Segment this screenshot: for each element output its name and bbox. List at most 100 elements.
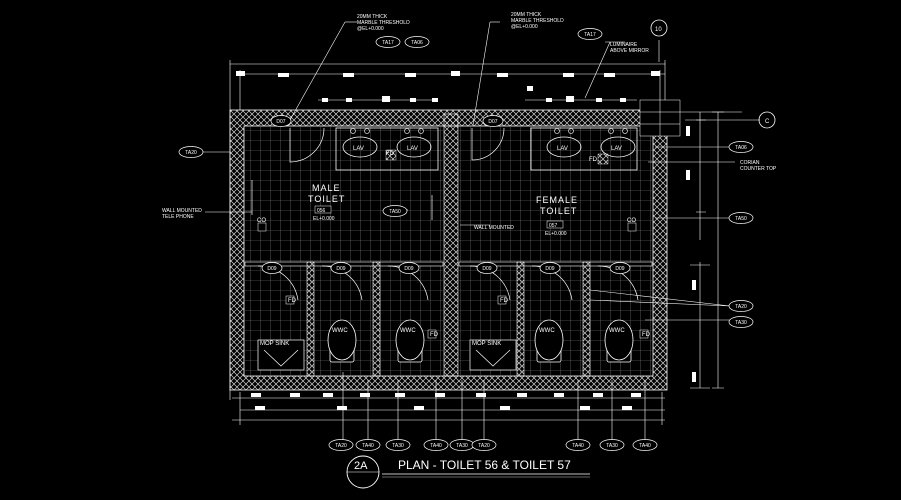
callout-bubble [476,262,498,274]
fixture-labels: LAV LAV LAV LAV FD FD FD FD FD FD CO CO … [257,146,651,347]
callout-tag-right-callouts-2: TA20 [735,304,747,310]
male-label-line1: MALE [312,183,341,193]
male-room-number: 056 [317,208,326,214]
male-label-line2: TOILET [308,194,345,204]
callout-bubble [728,212,754,224]
threshold-note-right-line2: MARBLE THRESHOLD [511,18,564,24]
callout-tag-bottom-callouts-1: TA40 [362,443,374,449]
mop-sinks [257,339,517,371]
female-room-number: 057 [549,223,558,229]
callout-bubble [728,141,754,153]
callout-bubble [577,28,603,40]
callout-tag-mid-callouts-0: TA50 [389,209,401,215]
annotation-notes: 20MM THICK MARBLE THRESHOLD @EL+0.000 20… [162,12,777,231]
grid-tag-10: 10 [655,27,662,33]
callout-tag-bottom-callouts-0: TA20 [335,443,347,449]
callout-bubble [609,262,631,274]
callout-tag-bottom-callouts-7: TA30 [606,443,618,449]
water-closets [327,319,634,363]
entrance-doors [251,127,505,220]
callout-tag-right-callouts-1: TA50 [735,216,747,222]
sheet-ref: 2A [354,460,368,472]
callout-bubble [330,262,352,274]
corian-note-line1: CORIAN [740,160,760,166]
callout-tag-door-tags-5: D09 [482,266,491,272]
threshold-note-right-line3: @EL+0.000 [511,24,538,30]
callout-tag-bottom-callouts-4: TA30 [456,443,468,449]
wwc-label-1: WWC [332,328,348,334]
callout-tag-bottom-callouts-8: TA40 [639,443,651,449]
callout-tag-door-tags-7: D09 [615,266,624,272]
callout-tag-door-tags-4: D09 [404,266,413,272]
callout-tag-bottom-callouts-6: TA40 [572,443,584,449]
callout-bubble [382,205,408,217]
callout-bubble [539,262,561,274]
lav-label-1: LAV [353,146,364,152]
co-label-1: CO [257,218,266,224]
callout-bubble [565,439,591,451]
threshold-note-right-line1: 20MM THICK [511,12,542,18]
callout-bubble [632,439,658,451]
vanity-counters [318,86,638,171]
fd-label-1: FD [386,151,395,157]
callout-tag-door-tags-2: D09 [267,266,276,272]
corian-note-line2: COUNTER TOP [740,166,777,172]
callout-bubble [728,300,754,312]
wall-phone-note-line2: TELE PHONE [162,214,194,220]
callout-bubble [599,439,625,451]
fd-label-3: FD [288,298,297,304]
lav-label-4: LAV [611,146,622,152]
threshold-note-left-line1: 20MM THICK [357,14,388,20]
callout-tag-right-callouts-3: TA30 [735,320,747,326]
fd-label-5: FD [500,298,509,304]
threshold-note-left-line2: MARBLE THRESHOLD [357,20,410,26]
male-room-level: EL+0.000 [313,216,335,222]
callout-bubble [398,262,420,274]
callout-tag-door-tags-0: D07 [276,119,285,125]
female-label-line2: TOILET [540,206,577,216]
callout-bubble [261,262,283,274]
grid-tag-c: C [765,119,770,125]
callout-tag-top-callouts-0: TA17 [382,40,394,46]
wwc-label-3: WWC [539,328,555,334]
wall-mounted-note: WALL MOUNTED [474,225,514,231]
co-label-2: CO [627,218,636,224]
leader-lines [200,21,760,440]
room-labels: MALE TOILET 056 EL+0.000 FEMALE TOILET 0… [308,183,577,237]
callout-bubble [355,439,381,451]
callout-bubble [404,36,430,48]
lav-label-2: LAV [407,146,418,152]
callout-tag-bottom-callouts-3: TA40 [430,443,442,449]
callout-tag-door-tags-1: D07 [488,119,497,125]
fd-label-4: FD [430,332,439,338]
wwc-label-2: WWC [400,328,416,334]
callout-bubble [375,36,401,48]
drawing-title-block: 2A PLAN - TOILET 56 & TOILET 57 [346,455,590,489]
callout-tag-top-callouts-2: TA17 [584,32,596,38]
grid-references: 10 C [650,19,776,129]
grid-bubble-c [758,111,776,129]
luminaire-note-line2: ABOVE MIRROR [610,48,649,54]
callout-tag-left-callouts-0: TA20 [185,150,197,156]
callout-tag-bottom-callouts-2: TA30 [392,443,404,449]
female-room-level: EL+0.000 [545,231,567,237]
callout-bubbles [178,28,754,451]
callout-tag-bottom-callouts-5: TA20 [478,443,490,449]
threshold-note-left-line3: @EL+0.000 [357,26,384,32]
fd-label-2: FD [589,157,598,163]
grid-bubble-10 [650,19,668,37]
callout-bubble [270,115,292,127]
callout-tag-top-callouts-1: TA06 [411,40,423,46]
mop-sink-label-1: MOP SINK [260,341,289,347]
callout-bubble [471,439,497,451]
callout-bubble [328,439,354,451]
fd-label-6: FD [642,332,651,338]
callout-tag-door-tags-6: D09 [545,266,554,272]
luminaire-note-line1: LUMINAIRE [610,42,638,48]
callout-tag-door-tags-3: D09 [336,266,345,272]
callout-bubble [423,439,449,451]
callout-bubble [482,115,504,127]
lav-label-3: LAV [557,146,568,152]
drawing-title: PLAN - TOILET 56 & TOILET 57 [398,458,571,472]
